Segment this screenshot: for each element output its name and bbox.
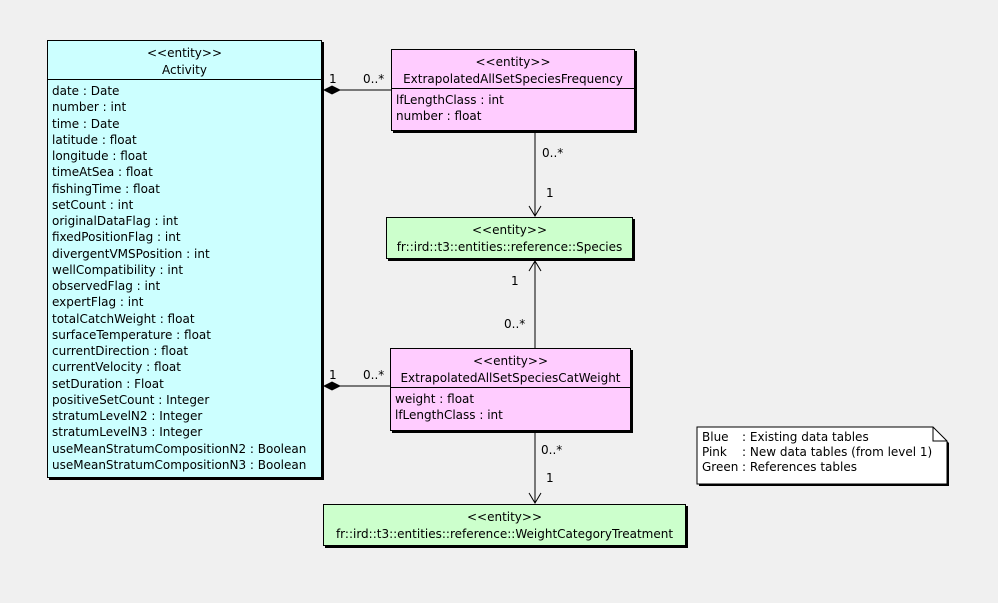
multiplicity-label: 0..* bbox=[363, 72, 385, 86]
multiplicity-label: 0..* bbox=[541, 443, 563, 457]
entity-name: ExtrapolatedAllSetSpeciesFrequency bbox=[403, 72, 623, 86]
composition-diamond-icon bbox=[323, 381, 341, 391]
attribute: date : Date bbox=[52, 84, 120, 98]
attribute: useMeanStratumCompositionN3 : Boolean bbox=[52, 457, 307, 472]
attribute: setDuration : Float bbox=[52, 376, 164, 391]
multiplicity-label: 1 bbox=[546, 471, 554, 485]
legend-description: : New data tables (from level 1) bbox=[742, 445, 933, 459]
attribute-compartment: lfLengthClass : int number : float bbox=[392, 88, 634, 124]
attribute-compartment: weight : float lfLengthClass : int bbox=[391, 387, 630, 423]
open-arrowhead-icon bbox=[528, 260, 542, 272]
multiplicity-label: 0..* bbox=[542, 146, 564, 160]
attribute: currentVelocity : float bbox=[52, 360, 181, 375]
association-catweight-species[interactable] bbox=[528, 260, 542, 348]
multiplicity-label: 1 bbox=[329, 368, 337, 382]
attribute: number : int bbox=[52, 100, 127, 115]
stereotype-label: <<entity>> bbox=[472, 354, 549, 368]
stereotype-label: <<entity>> bbox=[146, 46, 223, 60]
association-activity-catweight[interactable] bbox=[323, 381, 390, 391]
multiplicity-label: 0..* bbox=[504, 317, 526, 331]
attribute: setCount : int bbox=[52, 197, 134, 212]
attribute: totalCatchWeight : float bbox=[52, 311, 195, 326]
attribute: longitude : float bbox=[52, 149, 148, 163]
legend-description: : Existing data tables bbox=[742, 430, 869, 444]
open-arrowhead-icon bbox=[528, 205, 542, 217]
entity-header: <<entity>> Activity bbox=[48, 41, 321, 79]
attribute: surfaceTemperature : float bbox=[52, 327, 211, 342]
attribute: wellCompatibility : int bbox=[52, 262, 184, 277]
entity-name: Activity bbox=[162, 63, 207, 77]
entity-name: ExtrapolatedAllSetSpeciesCatWeight bbox=[400, 371, 621, 385]
multiplicity-label: 1 bbox=[329, 72, 337, 86]
attribute: divergentVMSPosition : int bbox=[52, 246, 210, 261]
attribute: useMeanStratumCompositionN2 : Boolean bbox=[52, 441, 307, 456]
legend-note-shape[interactable] bbox=[696, 426, 949, 486]
attribute: stratumLevelN3 : Integer bbox=[52, 425, 203, 440]
attribute: stratumLevelN2 : Integer bbox=[52, 409, 203, 423]
association-frequency-species[interactable] bbox=[528, 133, 542, 217]
legend-color-label: Blue bbox=[702, 430, 729, 444]
legend-color-label: Pink bbox=[702, 445, 727, 459]
multiplicity-label: 1 bbox=[546, 186, 554, 200]
attribute: number : float bbox=[396, 109, 482, 123]
legend-color-label: Green bbox=[702, 460, 739, 474]
legend-item-blue: Blue : Existing data tables bbox=[702, 430, 932, 445]
stereotype-label: <<entity>> bbox=[466, 510, 543, 524]
stereotype-label: <<entity>> bbox=[471, 223, 548, 237]
entity-name: fr::ird::t3::entities::reference::Specie… bbox=[396, 240, 623, 254]
attribute: lfLengthClass : int bbox=[396, 93, 504, 107]
association-activity-frequency[interactable] bbox=[323, 85, 391, 95]
attribute: weight : float bbox=[395, 392, 475, 406]
note-fold-icon bbox=[932, 427, 947, 442]
attribute-compartment: date : Date number : int time : Date lat… bbox=[48, 79, 321, 473]
entity-header: <<entity>> fr::ird::t3::entities::refere… bbox=[324, 505, 685, 543]
attribute: fixedPositionFlag : int bbox=[52, 230, 181, 245]
legend-description: : References tables bbox=[742, 460, 857, 474]
attribute: lfLengthClass : int bbox=[395, 408, 503, 422]
legend-item-green: Green : References tables bbox=[702, 460, 932, 475]
open-arrowhead-icon bbox=[528, 492, 542, 504]
legend-note: Blue : Existing data tables Pink : New d… bbox=[702, 430, 932, 475]
attribute: fishingTime : float bbox=[52, 181, 160, 196]
entity-species[interactable]: <<entity>> fr::ird::t3::entities::refere… bbox=[386, 217, 633, 259]
entity-name: fr::ird::t3::entities::reference::Weight… bbox=[335, 527, 674, 541]
entity-extrapolated-allset-species-frequency[interactable]: <<entity>> ExtrapolatedAllSetSpeciesFreq… bbox=[391, 49, 635, 131]
entity-extrapolated-allset-species-catweight[interactable]: <<entity>> ExtrapolatedAllSetSpeciesCatW… bbox=[390, 348, 631, 431]
attribute: currentDirection : float bbox=[52, 344, 189, 358]
entity-weight-category-treatment[interactable]: <<entity>> fr::ird::t3::entities::refere… bbox=[323, 504, 686, 546]
entity-header: <<entity>> fr::ird::t3::entities::refere… bbox=[387, 218, 632, 256]
stereotype-label: <<entity>> bbox=[475, 55, 551, 69]
association-catweight-wct[interactable] bbox=[528, 433, 542, 504]
attribute: expertFlag : int bbox=[52, 295, 144, 310]
attribute: time : Date bbox=[52, 116, 120, 131]
multiplicity-label: 0..* bbox=[363, 368, 385, 382]
composition-diamond-icon bbox=[323, 85, 341, 95]
multiplicity-label: 1 bbox=[511, 274, 519, 288]
entity-header: <<entity>> ExtrapolatedAllSetSpeciesFreq… bbox=[392, 50, 634, 88]
attribute: observedFlag : int bbox=[52, 279, 161, 293]
attribute: timeAtSea : float bbox=[52, 165, 153, 180]
legend-item-pink: Pink : New data tables (from level 1) bbox=[702, 445, 932, 460]
attribute: latitude : float bbox=[52, 132, 137, 147]
entity-header: <<entity>> ExtrapolatedAllSetSpeciesCatW… bbox=[391, 349, 630, 387]
entity-activity[interactable]: <<entity>> Activity date : Date number :… bbox=[47, 40, 322, 478]
attribute: positiveSetCount : Integer bbox=[52, 392, 210, 407]
attribute: originalDataFlag : int bbox=[52, 214, 179, 228]
